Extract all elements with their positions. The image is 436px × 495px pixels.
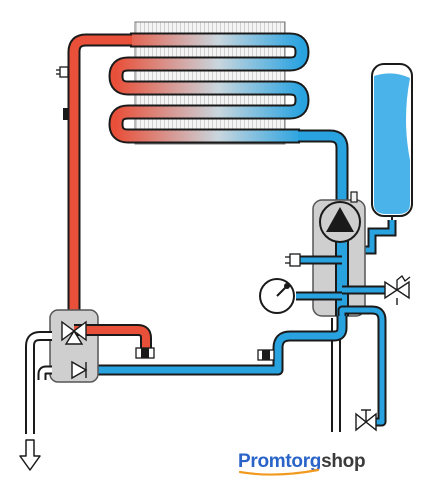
three-way-valve bbox=[61, 320, 87, 345]
heat-exchanger-coil-fill bbox=[110, 34, 308, 142]
pump-triangle-icon bbox=[326, 207, 354, 232]
safety-valve-icon bbox=[384, 280, 399, 300]
circulation-pump bbox=[319, 191, 361, 243]
overheat-sensor-icon bbox=[63, 108, 69, 120]
brand-logo: Promtorgshop bbox=[238, 451, 366, 476]
return-pipe-top bbox=[298, 129, 349, 210]
three-way-valve-block bbox=[49, 309, 155, 383]
pressure-gauge bbox=[259, 278, 342, 314]
brand-text-part2: shop bbox=[321, 451, 365, 472]
heat-exchanger bbox=[108, 21, 310, 145]
drain-line bbox=[337, 305, 387, 427]
brand-swoosh bbox=[238, 468, 320, 476]
check-valve bbox=[71, 360, 88, 380]
check-valve-icon bbox=[71, 360, 88, 380]
pressure-sensor bbox=[285, 253, 342, 267]
safety-valve bbox=[342, 275, 411, 305]
valve-icon bbox=[61, 320, 76, 342]
drain-valve bbox=[355, 409, 377, 432]
hot-supply-pipe bbox=[67, 33, 132, 318]
return-pipe-bottom bbox=[84, 316, 348, 376]
drain-valve-icon bbox=[355, 412, 368, 432]
brand-text-part1: Promtorg bbox=[238, 451, 321, 472]
expansion-tank bbox=[371, 63, 413, 222]
svg-text:Promtorgshop: Promtorgshop bbox=[238, 451, 365, 472]
pressure-sensor-icon bbox=[289, 253, 301, 267]
arrow-down-icon bbox=[19, 439, 41, 471]
outlet-pipe bbox=[25, 331, 52, 434]
temperature-sensor-icon bbox=[56, 66, 69, 78]
